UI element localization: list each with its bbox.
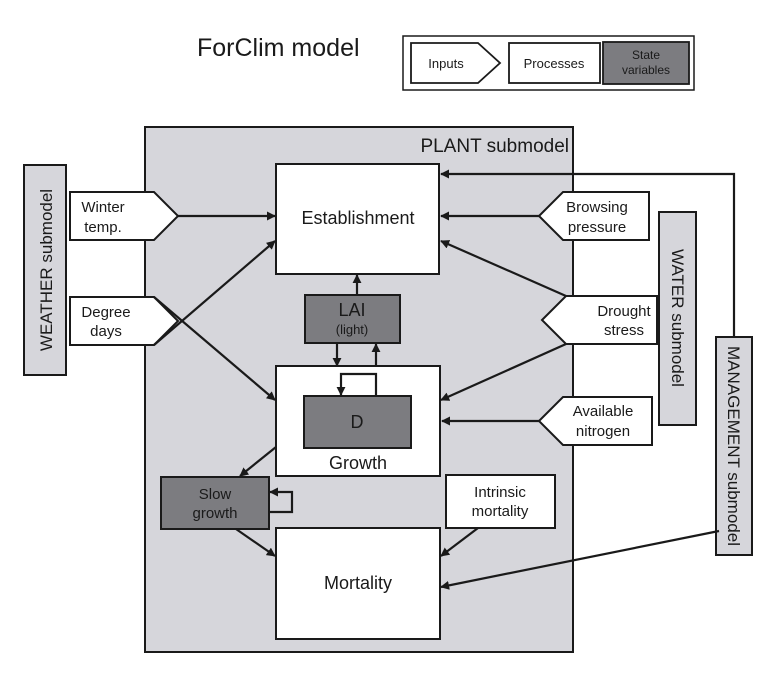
lai-label-1: LAI [338, 300, 365, 320]
intrinsic-mortality-label-1: Intrinsic [474, 484, 526, 501]
degree-days-input [69, 296, 180, 346]
water-submodel-label: WATER submodel [668, 249, 687, 387]
browsing-pressure-input [537, 191, 650, 241]
slow-growth-to-mortality-arrow [235, 528, 276, 557]
drought-to-growth-arrow [440, 342, 567, 402]
legend-state-label-2: variables [622, 63, 670, 77]
available-nitrogen-label-1: Available [573, 403, 634, 420]
water-submodel-panel [658, 211, 697, 426]
drought-stress-label-1: Drought [597, 303, 651, 320]
lai-box [304, 294, 401, 344]
winter-temp-label-2: temp. [84, 219, 122, 236]
legend-frame [402, 35, 695, 91]
drought-stress-input [540, 295, 658, 345]
browsing-pressure-label-1: Browsing [566, 199, 628, 216]
plant-submodel-label: PLANT submodel [420, 136, 569, 157]
management-to-mortality-arrow [440, 529, 720, 590]
diagram-title: ForClim model [197, 34, 360, 62]
legend-state-label-1: State [632, 48, 660, 62]
legend-processes-label: Processes [524, 56, 585, 71]
growth-label: Growth [329, 453, 387, 473]
management-submodel-label: MANAGEMENT submodel [724, 346, 743, 546]
slow-growth-label-1: Slow [199, 486, 232, 503]
available-nitrogen-input [537, 396, 653, 446]
d-feedback-arrow [336, 372, 378, 396]
mortality-box [275, 527, 441, 640]
intrinsic-to-mortality-arrow [440, 527, 479, 557]
slow-growth-label-2: growth [192, 505, 237, 522]
degree-to-establishment-arrow [153, 240, 276, 346]
winter-temp-label-1: Winter [81, 199, 124, 216]
d-label: D [351, 412, 364, 432]
slow-growth-box [160, 476, 270, 530]
intrinsic-mortality-label-2: mortality [472, 503, 529, 520]
management-to-establishment-arrow [440, 169, 736, 337]
legend-inputs-label: Inputs [428, 56, 464, 71]
establishment-label: Establishment [301, 208, 414, 228]
mortality-label: Mortality [324, 573, 392, 593]
degree-to-growth-arrow [153, 296, 276, 401]
legend-state-box [602, 41, 690, 85]
d-box [303, 395, 412, 449]
drought-to-establishment-arrow [440, 239, 567, 298]
weather-submodel-label: WEATHER submodel [37, 189, 56, 351]
browsing-pressure-label-2: pressure [568, 219, 626, 236]
establishment-box [275, 163, 440, 275]
lai-label-2: (light) [336, 322, 369, 337]
degree-days-label-2: days [90, 323, 122, 340]
weather-submodel-panel [23, 164, 67, 376]
slow-growth-feedback-arrow [269, 487, 294, 514]
intrinsic-mortality-box [445, 474, 556, 529]
available-nitrogen-label-2: nitrogen [576, 423, 630, 440]
winter-temp-input [69, 191, 180, 241]
growth-to-slow-growth-arrow [239, 446, 277, 477]
legend-inputs-shape [410, 42, 502, 84]
legend-processes-box [508, 42, 601, 84]
drought-stress-label-2: stress [604, 322, 644, 339]
degree-days-label-1: Degree [81, 304, 130, 321]
